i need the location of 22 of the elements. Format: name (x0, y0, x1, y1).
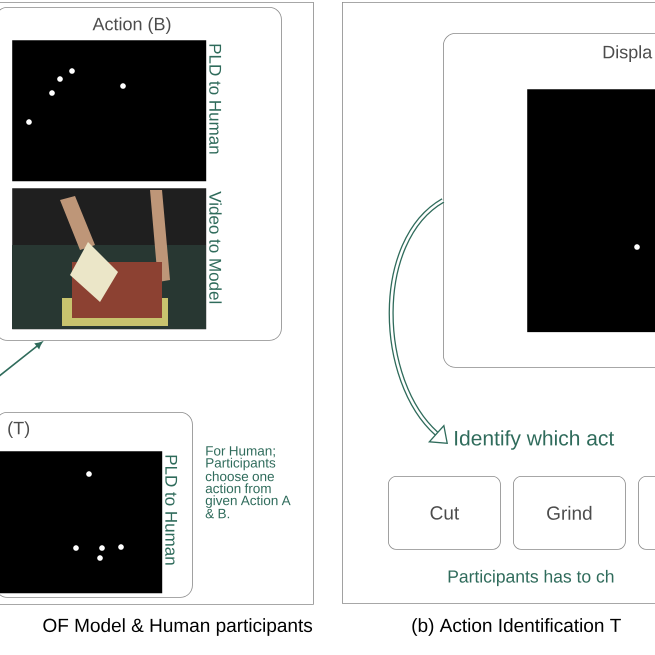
arrow (0, 342, 42, 378)
choice-button (638, 476, 655, 550)
box-title: (T) (8, 421, 30, 438)
choice-button: Cut (388, 476, 501, 550)
figure-caption: (b) Action Identification T (412, 618, 621, 636)
panel-frame (342, 2, 655, 604)
point-light-display-drawing (527, 89, 655, 332)
vertical-caption: PLD to Human (209, 44, 222, 154)
video-frame-drawing (12, 188, 206, 330)
box-title: Action (B) (92, 17, 170, 34)
vertical-caption: PLD to Human (165, 456, 178, 565)
panel-frame (0, 2, 314, 605)
figure-caption: OF Model & Human participants (43, 618, 312, 636)
point-light-display-drawing (0, 451, 162, 594)
arrow (388, 198, 448, 444)
box-title: Displa (604, 45, 652, 62)
instruction-text: Identify which act (455, 430, 614, 450)
note-text: For Human; Participants choose one action from given Action A & B. (206, 446, 291, 518)
vertical-caption: Video to Model (209, 191, 222, 304)
choice-button: Grind (513, 476, 626, 550)
instruction-text: Participants has to ch (448, 570, 614, 586)
point-light-display-drawing (12, 40, 206, 182)
